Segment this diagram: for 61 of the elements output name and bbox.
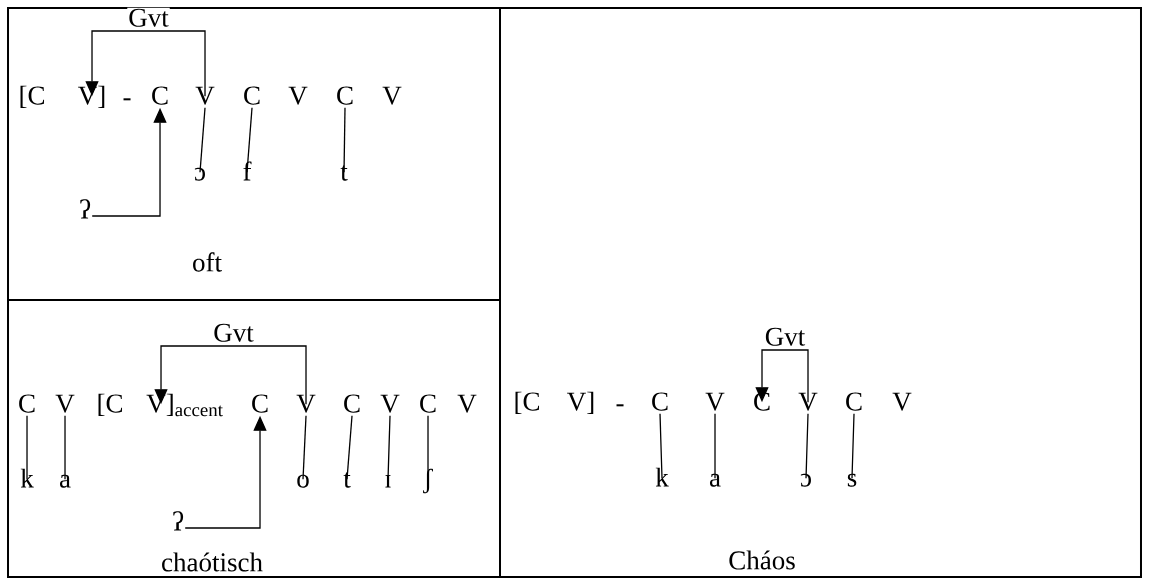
cv-slot: C — [244, 86, 260, 105]
cv-slot: V — [457, 394, 477, 413]
association-line — [343, 107, 346, 173]
association-line — [199, 107, 206, 173]
cv-slot: V — [798, 392, 818, 411]
cv-slot: C — [252, 394, 268, 413]
association-line — [659, 413, 663, 479]
word-label: chaótisch — [162, 552, 263, 572]
cv-slot: V — [288, 86, 308, 105]
association-line — [246, 107, 253, 173]
cv-slot: C — [420, 394, 436, 413]
cv-slot: V — [892, 392, 912, 411]
cv-slot: [C — [20, 85, 45, 108]
cv-slot: C — [337, 86, 353, 105]
segment-symbol: k — [655, 467, 669, 487]
association-line — [64, 415, 66, 480]
glottal-stop-symbol: ʔ — [173, 511, 184, 531]
segment-symbol: s — [847, 473, 857, 487]
cv-slot: V — [55, 394, 75, 413]
segment-symbol: t — [343, 472, 351, 488]
segment-symbol: o — [297, 474, 309, 488]
cv-slot: C — [846, 392, 862, 411]
association-line — [26, 415, 28, 480]
cv-slot: C — [19, 394, 35, 413]
cv-slot: [C — [515, 391, 540, 414]
cv-slot: V — [380, 394, 400, 413]
arrow — [85, 30, 206, 97]
segment-symbol: ɪ — [385, 475, 391, 488]
cv-slot: C — [344, 394, 360, 413]
segment-symbol: k — [20, 468, 34, 488]
segment-symbol: ɔ — [800, 473, 811, 487]
segment-symbol: ɔ — [194, 167, 205, 181]
cv-slot: V — [382, 86, 402, 105]
segment-symbol: a — [709, 473, 721, 487]
glottal-stop-symbol: ʔ — [80, 199, 91, 219]
cv-slot: [C — [98, 393, 123, 416]
association-line — [387, 415, 391, 480]
cv-slot: V — [296, 394, 316, 413]
word-label: - — [123, 98, 131, 101]
cv-slot: C — [652, 392, 668, 411]
word-label: oft — [193, 252, 222, 272]
cv-slot: C — [152, 86, 168, 105]
association-line — [427, 415, 429, 480]
arrow — [154, 345, 307, 405]
segment-symbol: t — [340, 165, 348, 181]
edge-label: Gvt — [763, 326, 807, 347]
cv-slot: V — [705, 392, 725, 411]
association-line — [714, 413, 716, 479]
association-line — [851, 413, 855, 479]
word-label: - — [616, 404, 624, 407]
cv-slot: V] — [567, 391, 594, 414]
edge-label: Gvt — [212, 322, 255, 343]
segment-symbol: ʃ — [423, 468, 433, 494]
word-label: Cháos — [729, 550, 795, 570]
association-line — [346, 415, 353, 480]
edge-label: Gvt — [127, 7, 170, 28]
arrow — [755, 349, 809, 403]
segment-symbol: a — [60, 474, 71, 488]
association-line — [805, 413, 809, 479]
cv-slot: V — [195, 86, 215, 105]
association-line — [302, 415, 307, 480]
